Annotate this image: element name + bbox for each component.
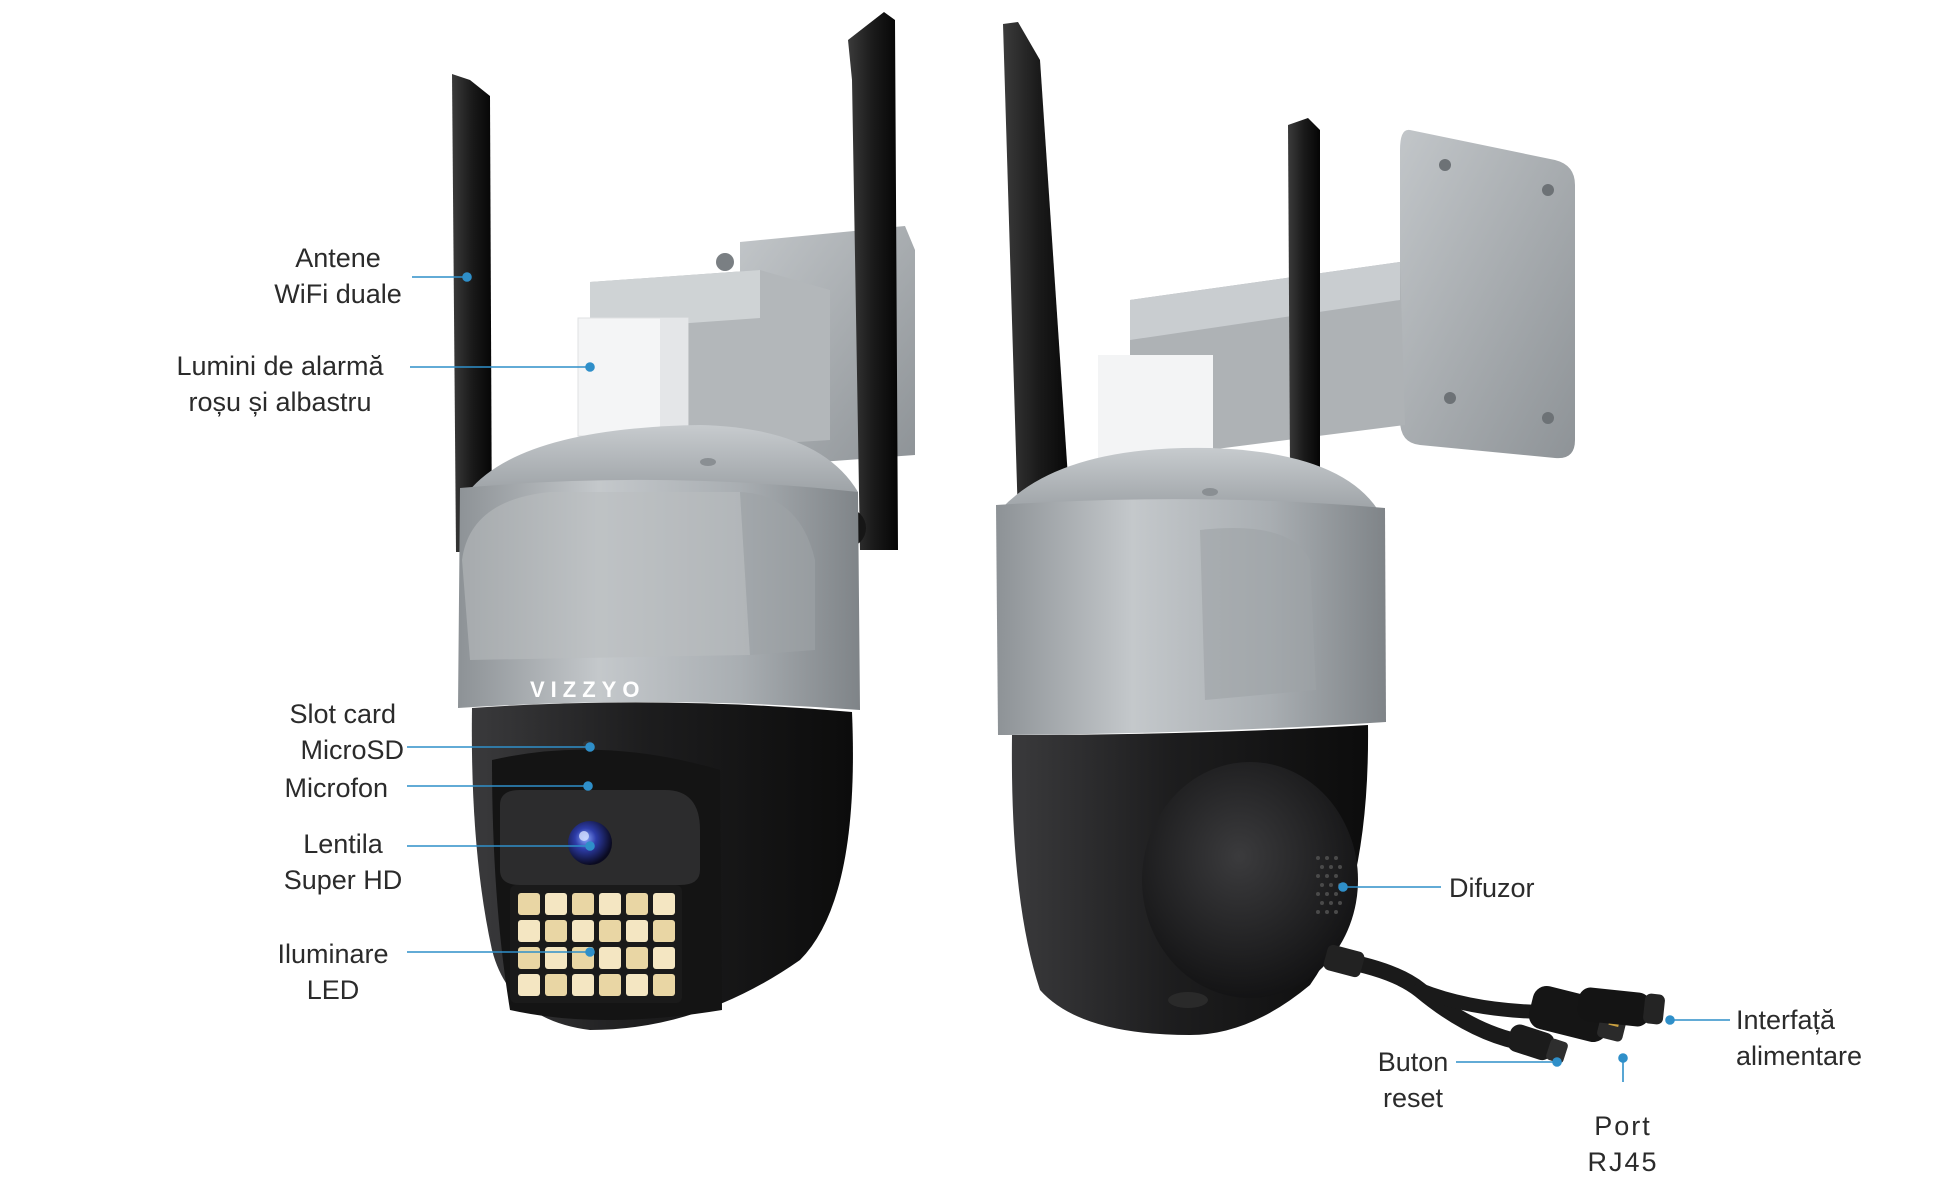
rear-wall-plate [1400,129,1575,459]
led-cell [626,947,648,969]
led-cell [545,920,567,942]
led-cell [626,920,648,942]
callout-microsd: Slot card MicroSD [250,696,404,768]
rear-dome [1142,762,1358,998]
callout-alarm-lights-line2: roșu și albastru [188,387,372,417]
speaker-hole [1325,856,1329,860]
callout-rj45-line2: RJ45 [1587,1147,1659,1177]
callout-led: Iluminare LED [262,936,404,1008]
led-cell [518,947,540,969]
led-cell [572,920,594,942]
speaker-hole [1316,856,1320,860]
callout-microsd-line1: Slot card [289,699,396,729]
rear-camera [996,22,1665,1064]
callout-antennas: Antene WiFi duale [268,240,408,312]
speaker-hole [1316,892,1320,896]
led-cell [518,893,540,915]
led-cell [545,947,567,969]
led-cell [599,920,621,942]
led-cell [653,893,675,915]
speaker-hole [1338,901,1342,905]
callout-lens-line1: Lentila [303,829,383,859]
callout-alarm-lights-line1: Lumini de alarmă [176,351,384,381]
led-cell [572,974,594,996]
front-left-antenna [452,74,492,552]
callout-alarm-lights: Lumini de alarmă roșu și albastru [152,348,408,420]
callout-antennas-line1: Antene [295,243,381,273]
led-cell [599,974,621,996]
front-right-antenna [848,12,898,550]
led-cell [653,974,675,996]
rear-back-antenna [1288,118,1320,470]
led-cell [653,947,675,969]
callout-lens: Lentila Super HD [270,826,416,898]
speaker-hole [1334,910,1338,914]
led-cell [599,893,621,915]
speaker-hole [1334,892,1338,896]
callout-antennas-line2: WiFi duale [274,279,402,309]
front-camera: VIZZYO [452,12,915,1030]
callout-reset-line1: Buton [1377,1047,1449,1077]
speaker-hole [1329,883,1333,887]
callout-power-line1: Interfață [1736,1005,1836,1035]
power-connector [1577,987,1665,1027]
callout-led-line1: Iluminare [277,939,389,969]
callout-power: Interfață alimentare [1736,1002,1896,1074]
led-cell [572,893,594,915]
callout-speaker-line1: Difuzor [1449,873,1535,903]
callout-reset-line2: reset [1382,1083,1444,1113]
callout-lens-line2: Super HD [283,865,403,895]
callout-rj45: Port RJ45 [1578,1108,1668,1180]
led-cell [653,920,675,942]
speaker-hole [1316,874,1320,878]
callout-speaker: Difuzor [1449,870,1589,906]
speaker-hole [1329,865,1333,869]
speaker-hole [1325,910,1329,914]
speaker-hole [1329,901,1333,905]
rear-front-antenna [1003,22,1075,585]
rear-cables [1332,952,1548,1053]
led-cell [545,974,567,996]
reset-button-connector [1507,1024,1568,1064]
callout-microphone-line1: Microfon [284,773,388,803]
speaker-hole [1325,892,1329,896]
led-cell [626,893,648,915]
speaker-hole [1325,874,1329,878]
speaker-hole [1320,901,1324,905]
rear-silver-housing [996,499,1386,735]
callout-reset: Buton reset [1368,1044,1458,1116]
callout-led-line2: LED [306,975,360,1005]
led-cell [599,947,621,969]
speaker-hole [1338,865,1342,869]
brand-logo: VIZZYO [530,677,645,702]
led-cell [518,920,540,942]
callout-power-line2: alimentare [1736,1041,1863,1071]
callout-rj45-line1: Port [1594,1111,1652,1141]
speaker-hole [1316,910,1320,914]
speaker-hole [1334,874,1338,878]
callout-microsd-line2: MicroSD [300,735,404,765]
leader-lines [407,272,1730,1082]
speaker-hole [1320,865,1324,869]
callout-microphone: Microfon [240,770,388,806]
led-cell [545,893,567,915]
led-cell [626,974,648,996]
speaker-hole [1320,883,1324,887]
led-cell [518,974,540,996]
speaker-hole [1334,856,1338,860]
